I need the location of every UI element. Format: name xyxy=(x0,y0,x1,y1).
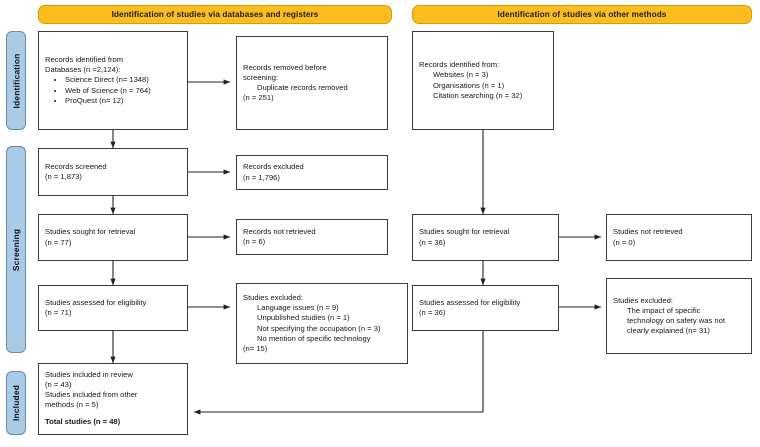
studies-excluded-left-reason: Language issues (n = 9) xyxy=(257,303,339,313)
phase-screening: Screening xyxy=(6,146,26,353)
box-studies-sought-retrieval-left: Studies sought for retrieval (n = 77) xyxy=(38,214,188,261)
studies-excluded-left-reason: Not specifying the occupation (n = 3) xyxy=(257,323,381,333)
studies-excluded-left-reason: No mention of specific technology xyxy=(257,333,371,343)
assessed-eligibility-left-line1: Studies assessed for eligibility xyxy=(45,297,147,307)
phase-included-label: Included xyxy=(11,384,22,422)
not-retrieved-right-line1: Studies not retrieved xyxy=(613,227,683,237)
box-studies-assessed-eligibility-left: Studies assessed for eligibility (n = 71… xyxy=(38,285,188,331)
assessed-eligibility-right-line1: Studies assessed for eligibility xyxy=(419,297,521,307)
studies-excluded-right-reason: clearly explained (n= 31) xyxy=(627,326,710,336)
box-records-not-retrieved: Records not retrieved (n = 6) xyxy=(236,219,388,255)
list-item: Web of Science (n = 764) xyxy=(65,86,181,96)
studies-excluded-right-reason: The impact of specific xyxy=(627,305,701,315)
records-excluded-line2: (n = 1,796) xyxy=(243,172,280,182)
sought-retrieval-left-line1: Studies sought for retrieval xyxy=(45,227,136,237)
phase-screening-label: Screening xyxy=(11,228,22,271)
records-removed-line1: Records removed before xyxy=(243,62,327,72)
included-total: Total studies (n = 48) xyxy=(45,417,121,427)
studies-excluded-right-reason: technology on safety was not xyxy=(627,316,725,325)
records-excluded-line1: Records excluded xyxy=(243,162,304,172)
records-identified-line1: Records identified from xyxy=(45,55,124,65)
box-records-excluded: Records excluded (n = 1,796) xyxy=(236,155,388,190)
not-retrieved-line2: (n = 6) xyxy=(243,237,266,246)
list-item: Science Direct (n= 1348) xyxy=(65,75,181,85)
included-spacer xyxy=(45,410,181,417)
records-identified-other-source: Organisations (n = 1) xyxy=(433,80,505,90)
box-studies-not-retrieved-right: Studies not retrieved (n = 0) xyxy=(606,214,752,261)
included-line1: Studies included in review xyxy=(45,370,133,379)
records-identified-source-list: Science Direct (n= 1348) Web of Science … xyxy=(45,75,181,105)
included-line4: methods (n = 5) xyxy=(45,400,99,410)
studies-excluded-left-title: Studies excluded: xyxy=(243,293,303,303)
sought-retrieval-left-line2: (n = 77) xyxy=(45,237,72,247)
studies-excluded-right-title: Studies excluded: xyxy=(613,295,673,305)
box-studies-assessed-eligibility-right: Studies assessed for eligibility (n = 36… xyxy=(412,285,559,331)
records-identified-other-source: Citation searching (n = 32) xyxy=(433,90,523,100)
not-retrieved-right-line2: (n = 0) xyxy=(613,237,636,247)
list-item: ProQuest (n= 12) xyxy=(65,96,181,106)
box-studies-excluded-left: Studies excluded: Language issues (n = 9… xyxy=(236,283,408,364)
box-records-removed-before-screening: Records removed before screening: Duplic… xyxy=(236,36,388,130)
records-screened-line2: (n = 1,873) xyxy=(45,172,82,181)
not-retrieved-line1: Records not retrieved xyxy=(243,226,316,236)
box-studies-sought-retrieval-right: Studies sought for retrieval (n = 36) xyxy=(412,214,559,261)
box-records-identified-databases: Records identified from Databases (n =2,… xyxy=(38,31,188,130)
header-other-methods: Identification of studies via other meth… xyxy=(412,5,752,24)
included-line3: Studies included from other xyxy=(45,390,138,400)
phase-included: Included xyxy=(6,371,26,435)
records-screened-line1: Records screened xyxy=(45,161,107,171)
records-identified-other-source: Websites (n = 3) xyxy=(433,70,489,80)
box-records-screened: Records screened (n = 1,873) xyxy=(38,148,188,196)
header-databases-registers: Identification of studies via databases … xyxy=(38,5,392,24)
assessed-eligibility-left-line2: (n = 71) xyxy=(45,308,72,317)
studies-excluded-left-reason: Unpublished studies (n = 1) xyxy=(257,313,350,323)
header-databases-registers-label: Identification of studies via databases … xyxy=(111,10,319,19)
box-studies-included: Studies included in review (n = 43) Stud… xyxy=(38,363,188,435)
records-removed-line3: Duplicate records removed xyxy=(257,83,348,92)
studies-excluded-left-reason: (n= 15) xyxy=(243,343,268,353)
included-line2: (n = 43) xyxy=(45,380,72,390)
sought-retrieval-right-line1: Studies sought for retrieval xyxy=(419,227,510,237)
header-other-methods-label: Identification of studies via other meth… xyxy=(497,10,667,19)
records-removed-line4: (n = 251) xyxy=(243,93,274,103)
phase-identification-label: Identification xyxy=(11,53,22,108)
records-identified-other-line1: Records identified from: xyxy=(419,60,500,70)
box-studies-excluded-right: Studies excluded: The impact of specific… xyxy=(606,278,752,354)
box-records-identified-other-methods: Records identified from: Websites (n = 3… xyxy=(412,31,554,130)
records-removed-line2: screening: xyxy=(243,72,279,82)
records-identified-line2: Databases (n =2,124): xyxy=(45,65,121,75)
assessed-eligibility-right-line2: (n = 36) xyxy=(419,308,446,317)
phase-identification: Identification xyxy=(6,31,26,130)
sought-retrieval-right-line2: (n = 36) xyxy=(419,237,446,247)
